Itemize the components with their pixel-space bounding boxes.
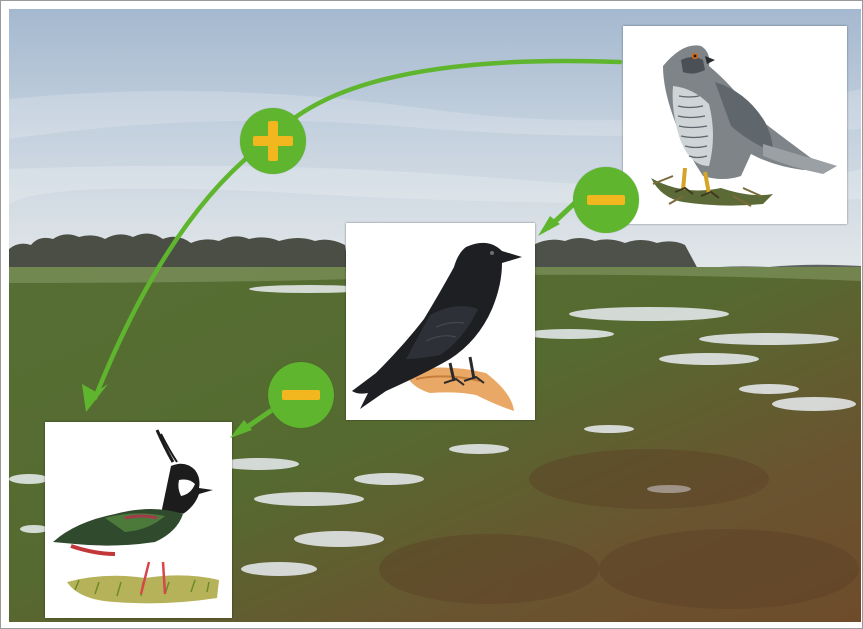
negative-effect-badge-crow-lapwing: − (268, 362, 334, 428)
negative-effect-badge-hawk-crow: − (573, 167, 639, 233)
plus-icon (240, 108, 306, 174)
crow-card (346, 223, 535, 420)
positive-effect-badge: + (240, 108, 306, 174)
minus-icon (573, 167, 639, 233)
northern-lapwing-illustration-icon (45, 422, 232, 618)
goshawk-illustration-icon (623, 26, 847, 224)
minus-icon (268, 362, 334, 428)
goshawk-card (623, 26, 847, 224)
lapwing-card (45, 422, 232, 618)
carrion-crow-illustration-icon (346, 223, 535, 420)
